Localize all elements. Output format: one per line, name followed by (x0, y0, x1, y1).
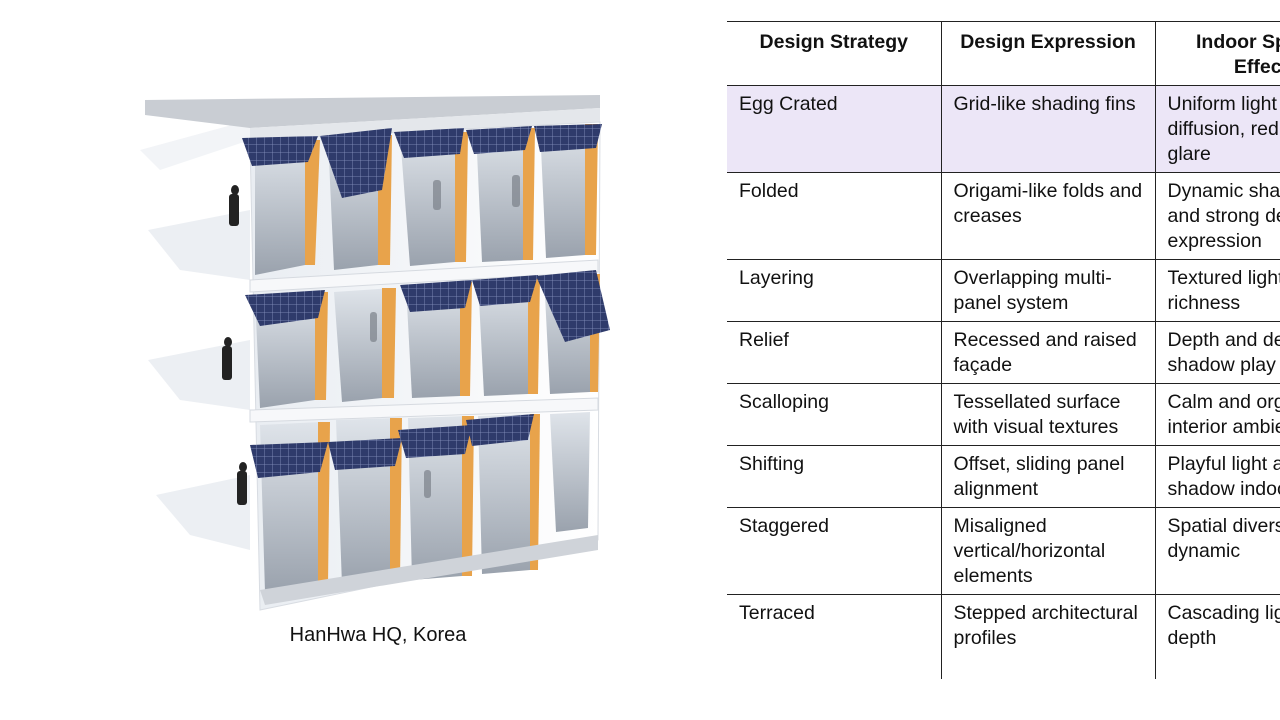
strategy-cell: Layering (727, 259, 942, 322)
effect-cell: Cascading light, depth (1154, 594, 1280, 679)
expression-cell: Overlapping multi-panel system (940, 259, 1156, 322)
expression-cell: Misaligned vertical/horizontal elements (940, 507, 1156, 595)
expression-cell: Grid-like shading fins (940, 85, 1156, 173)
expression-cell: Origami-like folds and creases (940, 172, 1156, 260)
effect-cell: Calm and organic interior ambience (1154, 383, 1280, 446)
strategy-cell: Shifting (727, 445, 942, 508)
table-row: Staggered Misaligned vertical/horizontal… (727, 507, 1280, 595)
header-design-strategy: Design Strategy (727, 21, 942, 86)
table-row: Scalloping Tessellated surface with visu… (727, 383, 1280, 446)
expression-cell: Recessed and raised façade (940, 321, 1156, 384)
strategy-cell: Relief (727, 321, 942, 384)
effect-cell: Uniform light diffusion, reduced glare (1154, 85, 1280, 173)
effect-cell: Spatial diversity, dynamic (1154, 507, 1280, 595)
effect-cell: Playful light and shadow indoors (1154, 445, 1280, 508)
design-strategy-table-container: Design Strategy Design Expression Indoor… (727, 21, 1280, 679)
effect-cell: Depth and deep shadow play (1154, 321, 1280, 384)
table-row: Relief Recessed and raised façade Depth … (727, 321, 1280, 384)
table-row: Layering Overlapping multi-panel system … (727, 259, 1280, 322)
strategy-cell: Staggered (727, 507, 942, 595)
header-indoor-spatial-effect: Indoor Spatial Effect (1154, 21, 1280, 86)
strategy-cell: Egg Crated (727, 85, 942, 173)
table-row: Folded Origami-like folds and creases Dy… (727, 172, 1280, 260)
strategy-cell: Scalloping (727, 383, 942, 446)
expression-cell: Stepped architectural profiles (940, 594, 1156, 679)
expression-cell: Tessellated surface with visual textures (940, 383, 1156, 446)
strategy-cell: Folded (727, 172, 942, 260)
effect-cell: Dynamic shadows and strong depth express… (1154, 172, 1280, 260)
table-row: Shifting Offset, sliding panel alignment… (727, 445, 1280, 508)
expression-cell: Offset, sliding panel alignment (940, 445, 1156, 508)
design-strategy-table: Design Strategy Design Expression Indoor… (727, 21, 1280, 679)
figure-caption: HanHwa HQ, Korea (289, 624, 467, 646)
effect-cell: Textured light and richness (1154, 259, 1280, 322)
table-row: Egg Crated Grid-like shading fins Unifor… (727, 85, 1280, 173)
table-row: Terraced Stepped architectural profiles … (727, 594, 1280, 679)
hanhwa-facade-drawing (140, 95, 610, 611)
header-design-expression: Design Expression (940, 21, 1156, 86)
strategy-cell: Terraced (727, 594, 942, 679)
building-illustration (120, 80, 620, 620)
table-header-row: Design Strategy Design Expression Indoor… (727, 21, 1280, 86)
